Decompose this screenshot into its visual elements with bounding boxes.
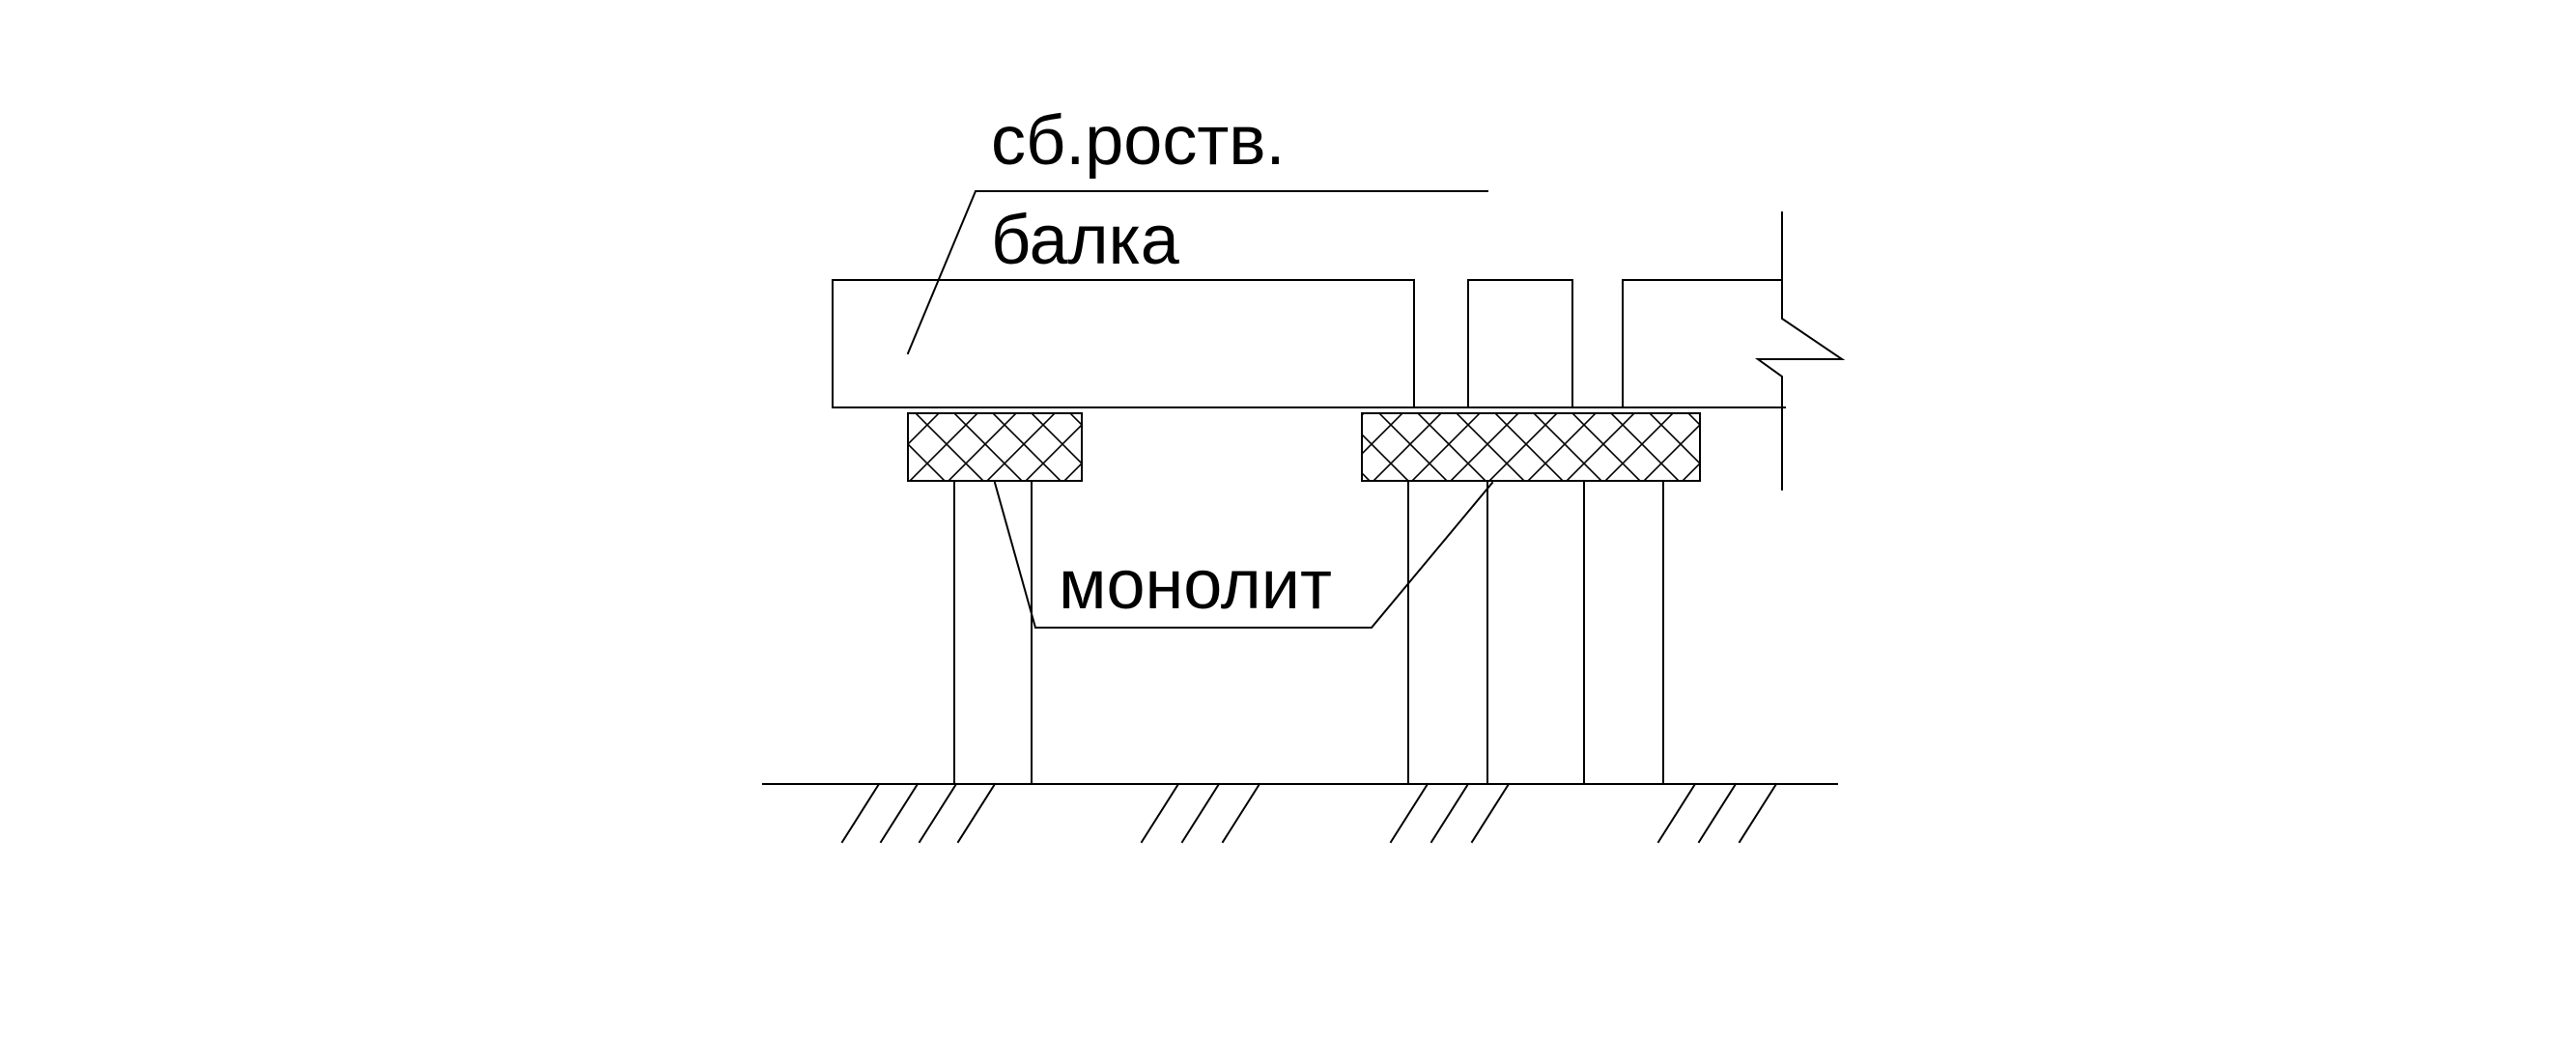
break-line (1754, 211, 1846, 490)
column-3 (1583, 480, 1664, 785)
monolith-pad-left (907, 412, 1083, 482)
beam-right (1622, 279, 1783, 408)
ground-hatching (840, 782, 1778, 844)
beam-left (832, 279, 1415, 408)
column-2 (1407, 480, 1488, 785)
monolith-label-leader (993, 481, 1494, 629)
beam-label-leader (906, 190, 1488, 355)
column-1 (953, 480, 1033, 785)
monolith-label: монолит (1059, 547, 1332, 624)
beam-label-line1: сб.роств. (991, 102, 1286, 180)
beam-middle-block (1467, 279, 1573, 408)
beam-label-line2: балка (991, 202, 1180, 279)
monolith-pad-right (1361, 412, 1701, 482)
